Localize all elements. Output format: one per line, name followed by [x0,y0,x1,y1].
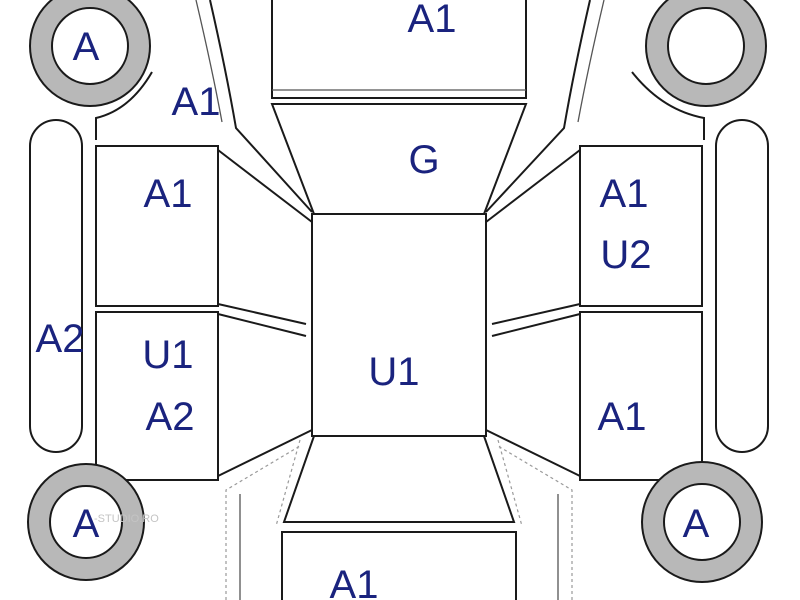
body-outline-left-inner [195,0,223,123]
windshield-panel[interactable] [270,103,528,215]
body-outline-right-inner [577,0,605,123]
rear-window-dashed-left [275,439,301,527]
rim-rear-right [663,483,741,561]
front-fender-arch-left [95,71,153,140]
wheel-rear-right-label: A [683,502,710,546]
trunk-panel[interactable] [281,531,517,600]
hood-panel[interactable] [271,0,527,99]
wheel-front-left-label: A [73,25,100,69]
rear-right-door-label: A1 [598,395,647,439]
roof-label: U1 [368,350,419,394]
wheel-front-right[interactable] [645,0,767,107]
right-door-pillar-connector-bottom [485,429,581,477]
left-door-pillar-connector-top [217,149,313,223]
right-sill-panel[interactable] [715,119,769,453]
wheel-rear-right[interactable] [641,461,763,583]
front-right-door-label-2: U2 [600,233,651,277]
windshield-label: G [408,138,439,182]
front-left-door-panel[interactable] [95,145,219,307]
left-door-pillar-connector-mid-2 [217,313,307,337]
body-outline-right [485,0,591,213]
trunk-label: A1 [330,563,379,600]
wheel-front-left[interactable] [29,0,151,107]
right-door-pillar-connector-mid-2 [491,313,581,337]
rear-left-door-label-1: U1 [142,333,193,377]
left-sill-label: A2 [36,317,85,361]
left-sill-panel[interactable] [29,119,83,453]
rear-body-right-dashed [497,445,573,600]
rear-window-panel[interactable] [282,435,516,523]
left-door-pillar-connector-mid-1 [217,303,307,325]
left-door-pillar-connector-bottom [217,429,313,477]
wheel-rear-left[interactable] [27,463,145,581]
hood-label: A1 [408,0,457,41]
rim-front-left [51,7,129,85]
rear-left-door-label-2: A2 [146,395,195,439]
front-left-fender-label: A1 [172,80,221,124]
rim-front-right [667,7,745,85]
roof-panel[interactable] [311,213,487,437]
front-right-door-panel[interactable] [579,145,703,307]
rear-right-door-panel[interactable] [579,311,703,481]
rear-window-dashed-right [497,439,523,527]
wheel-rear-left-label: A [73,502,100,546]
front-left-door-label: A1 [144,172,193,216]
front-right-door-label-1: A1 [600,172,649,216]
body-outline-left [209,0,313,213]
rear-left-door-panel[interactable] [95,311,219,481]
front-fender-arch-right [631,71,705,140]
watermark-text: -STUDIO.RO [94,513,159,525]
rim-rear-left [49,485,123,559]
right-door-pillar-connector-mid-1 [491,303,581,325]
right-door-pillar-connector-top [485,149,581,223]
rear-body-left-dashed [225,445,301,600]
